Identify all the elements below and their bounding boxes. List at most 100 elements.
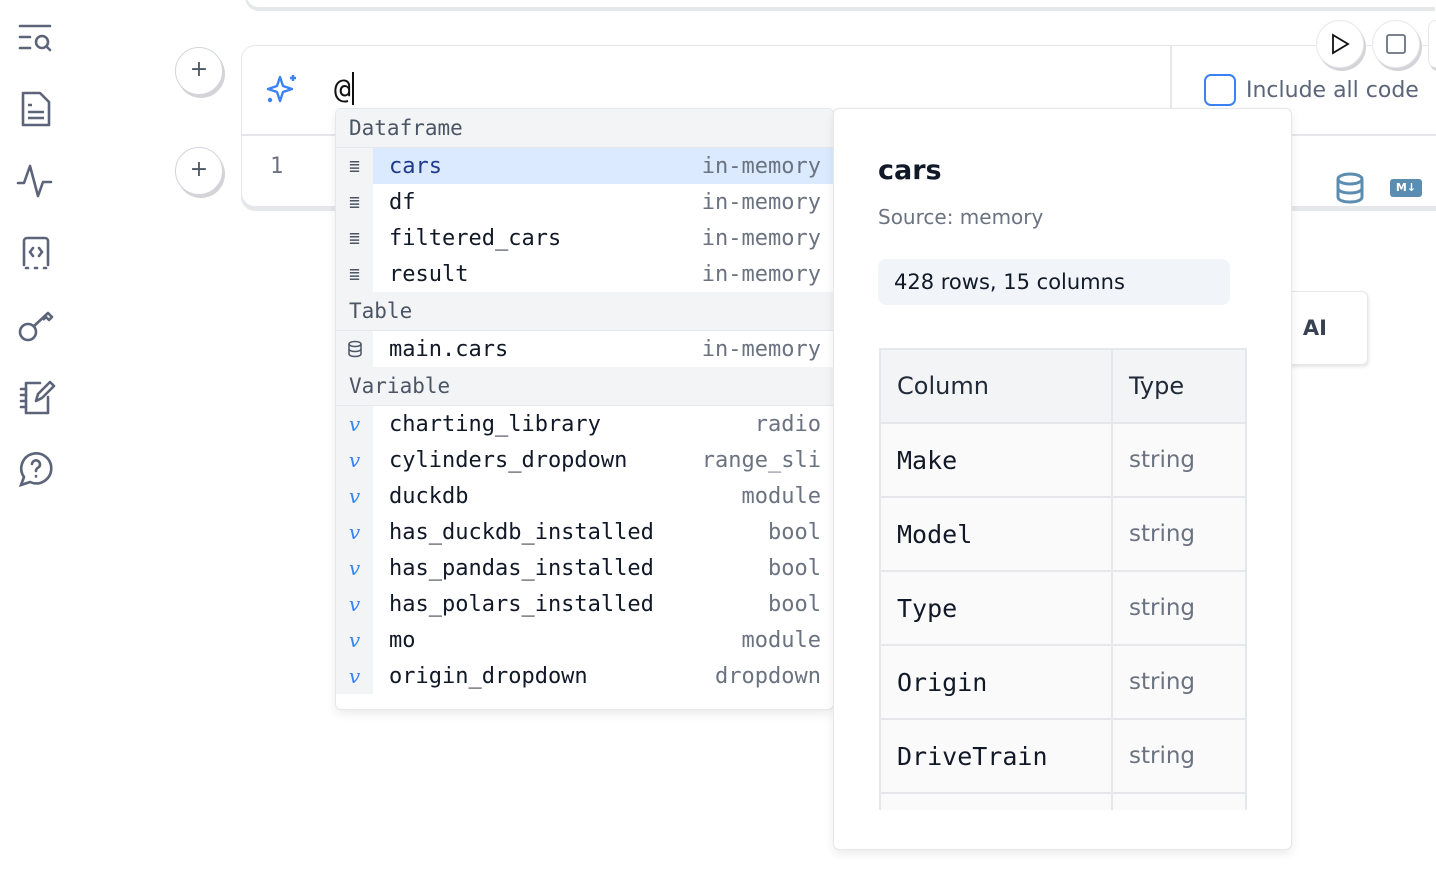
column-type: string: [1111, 496, 1247, 572]
table-icon: [336, 331, 373, 367]
completion-item[interactable]: v has_duckdb_installed bool: [336, 514, 833, 550]
dataframe-icon: ≣: [336, 184, 373, 220]
completion-item[interactable]: v charting_library radio: [336, 406, 833, 442]
completion-name: has_pandas_installed: [389, 555, 654, 581]
completion-type: bool: [768, 519, 821, 545]
type-header: Type: [1111, 348, 1247, 424]
variable-icon: v: [336, 442, 373, 478]
more-button[interactable]: [1428, 20, 1436, 68]
completion-name: result: [389, 261, 469, 287]
add-cell-above-button[interactable]: +: [175, 47, 223, 95]
variable-icon: v: [336, 514, 373, 550]
ai-prompt-vertical-divider: [1170, 46, 1172, 134]
variable-icon: v: [336, 658, 373, 694]
completion-name: charting_library: [389, 411, 601, 437]
previous-cell: [245, 0, 1435, 8]
group-header-variable: Variable: [336, 367, 833, 406]
search-list-icon[interactable]: [16, 18, 56, 58]
completion-item[interactable]: ≣ cars in-memory: [336, 148, 833, 184]
completion-item[interactable]: ≣ df in-memory: [336, 184, 833, 220]
column-name: Make: [879, 422, 1113, 498]
help-circle-icon[interactable]: [16, 449, 56, 489]
markdown-icon[interactable]: M↓: [1390, 179, 1422, 197]
variable-icon: v: [336, 406, 373, 442]
ai-button-label: AI: [1302, 316, 1327, 340]
code-braces-icon[interactable]: [16, 233, 56, 273]
info-stats: 428 rows, 15 columns: [878, 259, 1230, 305]
completion-type: in-memory: [701, 261, 821, 287]
play-icon: [1332, 33, 1350, 55]
completion-item[interactable]: v origin_dropdown dropdown: [336, 658, 833, 694]
completion-type: dropdown: [715, 663, 821, 689]
completion-type: in-memory: [701, 153, 821, 179]
completion-type: bool: [768, 555, 821, 581]
ai-prompt-text: @: [334, 72, 351, 105]
completion-name: main.cars: [389, 336, 509, 362]
completion-type: bool: [768, 591, 821, 617]
completion-type: module: [741, 483, 821, 509]
variable-icon: v: [336, 586, 373, 622]
dataframe-icon: ≣: [336, 256, 373, 292]
completion-item[interactable]: ≣ result in-memory: [336, 256, 833, 292]
completion-name: has_duckdb_installed: [389, 519, 654, 545]
group-header-table: Table: [336, 292, 833, 331]
variable-icon: v: [336, 478, 373, 514]
stop-button[interactable]: [1372, 20, 1420, 68]
file-text-icon[interactable]: [16, 89, 56, 129]
completion-item[interactable]: v has_pandas_installed bool: [336, 550, 833, 586]
notebook-pen-icon[interactable]: [16, 377, 56, 417]
completion-name: origin_dropdown: [389, 663, 588, 689]
include-all-code-checkbox[interactable]: Include all code: [1204, 74, 1419, 106]
completion-type: range_sli: [701, 447, 821, 473]
column-name: DriveTrain: [879, 718, 1113, 794]
add-cell-below-button[interactable]: +: [175, 147, 223, 195]
stop-icon: [1386, 34, 1406, 54]
column-name: Origin: [879, 644, 1113, 720]
completion-name: filtered_cars: [389, 225, 562, 251]
completion-type: radio: [754, 411, 821, 437]
completion-name: cars: [389, 153, 442, 179]
variable-icon: v: [336, 550, 373, 586]
info-source: Source: memory: [878, 205, 1044, 229]
column-type: string: [1111, 570, 1247, 646]
dataframe-info-panel: cars Source: memory 428 rows, 15 columns…: [833, 108, 1292, 850]
key-icon[interactable]: [16, 305, 56, 345]
activity-icon[interactable]: [16, 161, 56, 201]
completion-name: has_polars_installed: [389, 591, 654, 617]
completion-name: df: [389, 189, 416, 215]
column-type: string: [1111, 644, 1247, 720]
info-title: cars: [878, 155, 942, 186]
dataframe-icon: ≣: [336, 148, 373, 184]
include-all-code-label: Include all code: [1246, 77, 1419, 103]
column-header: Column: [879, 348, 1113, 424]
column-name: Model: [879, 496, 1113, 572]
text-cursor: ​: [351, 72, 354, 105]
table-row: [879, 792, 1247, 810]
group-header-dataframe: Dataframe: [336, 109, 833, 148]
completion-type: module: [741, 627, 821, 653]
ai-prompt-input[interactable]: @​: [334, 72, 354, 105]
variable-icon: v: [336, 622, 373, 658]
column-name: Type: [879, 570, 1113, 646]
completion-name: mo: [389, 627, 416, 653]
completion-item[interactable]: v has_polars_installed bool: [336, 586, 833, 622]
database-icon[interactable]: [1335, 172, 1365, 204]
completion-name: duckdb: [389, 483, 469, 509]
run-button[interactable]: [1316, 20, 1364, 68]
checkbox-box[interactable]: [1204, 74, 1236, 106]
completion-type: in-memory: [701, 225, 821, 251]
completion-type: in-memory: [701, 189, 821, 215]
